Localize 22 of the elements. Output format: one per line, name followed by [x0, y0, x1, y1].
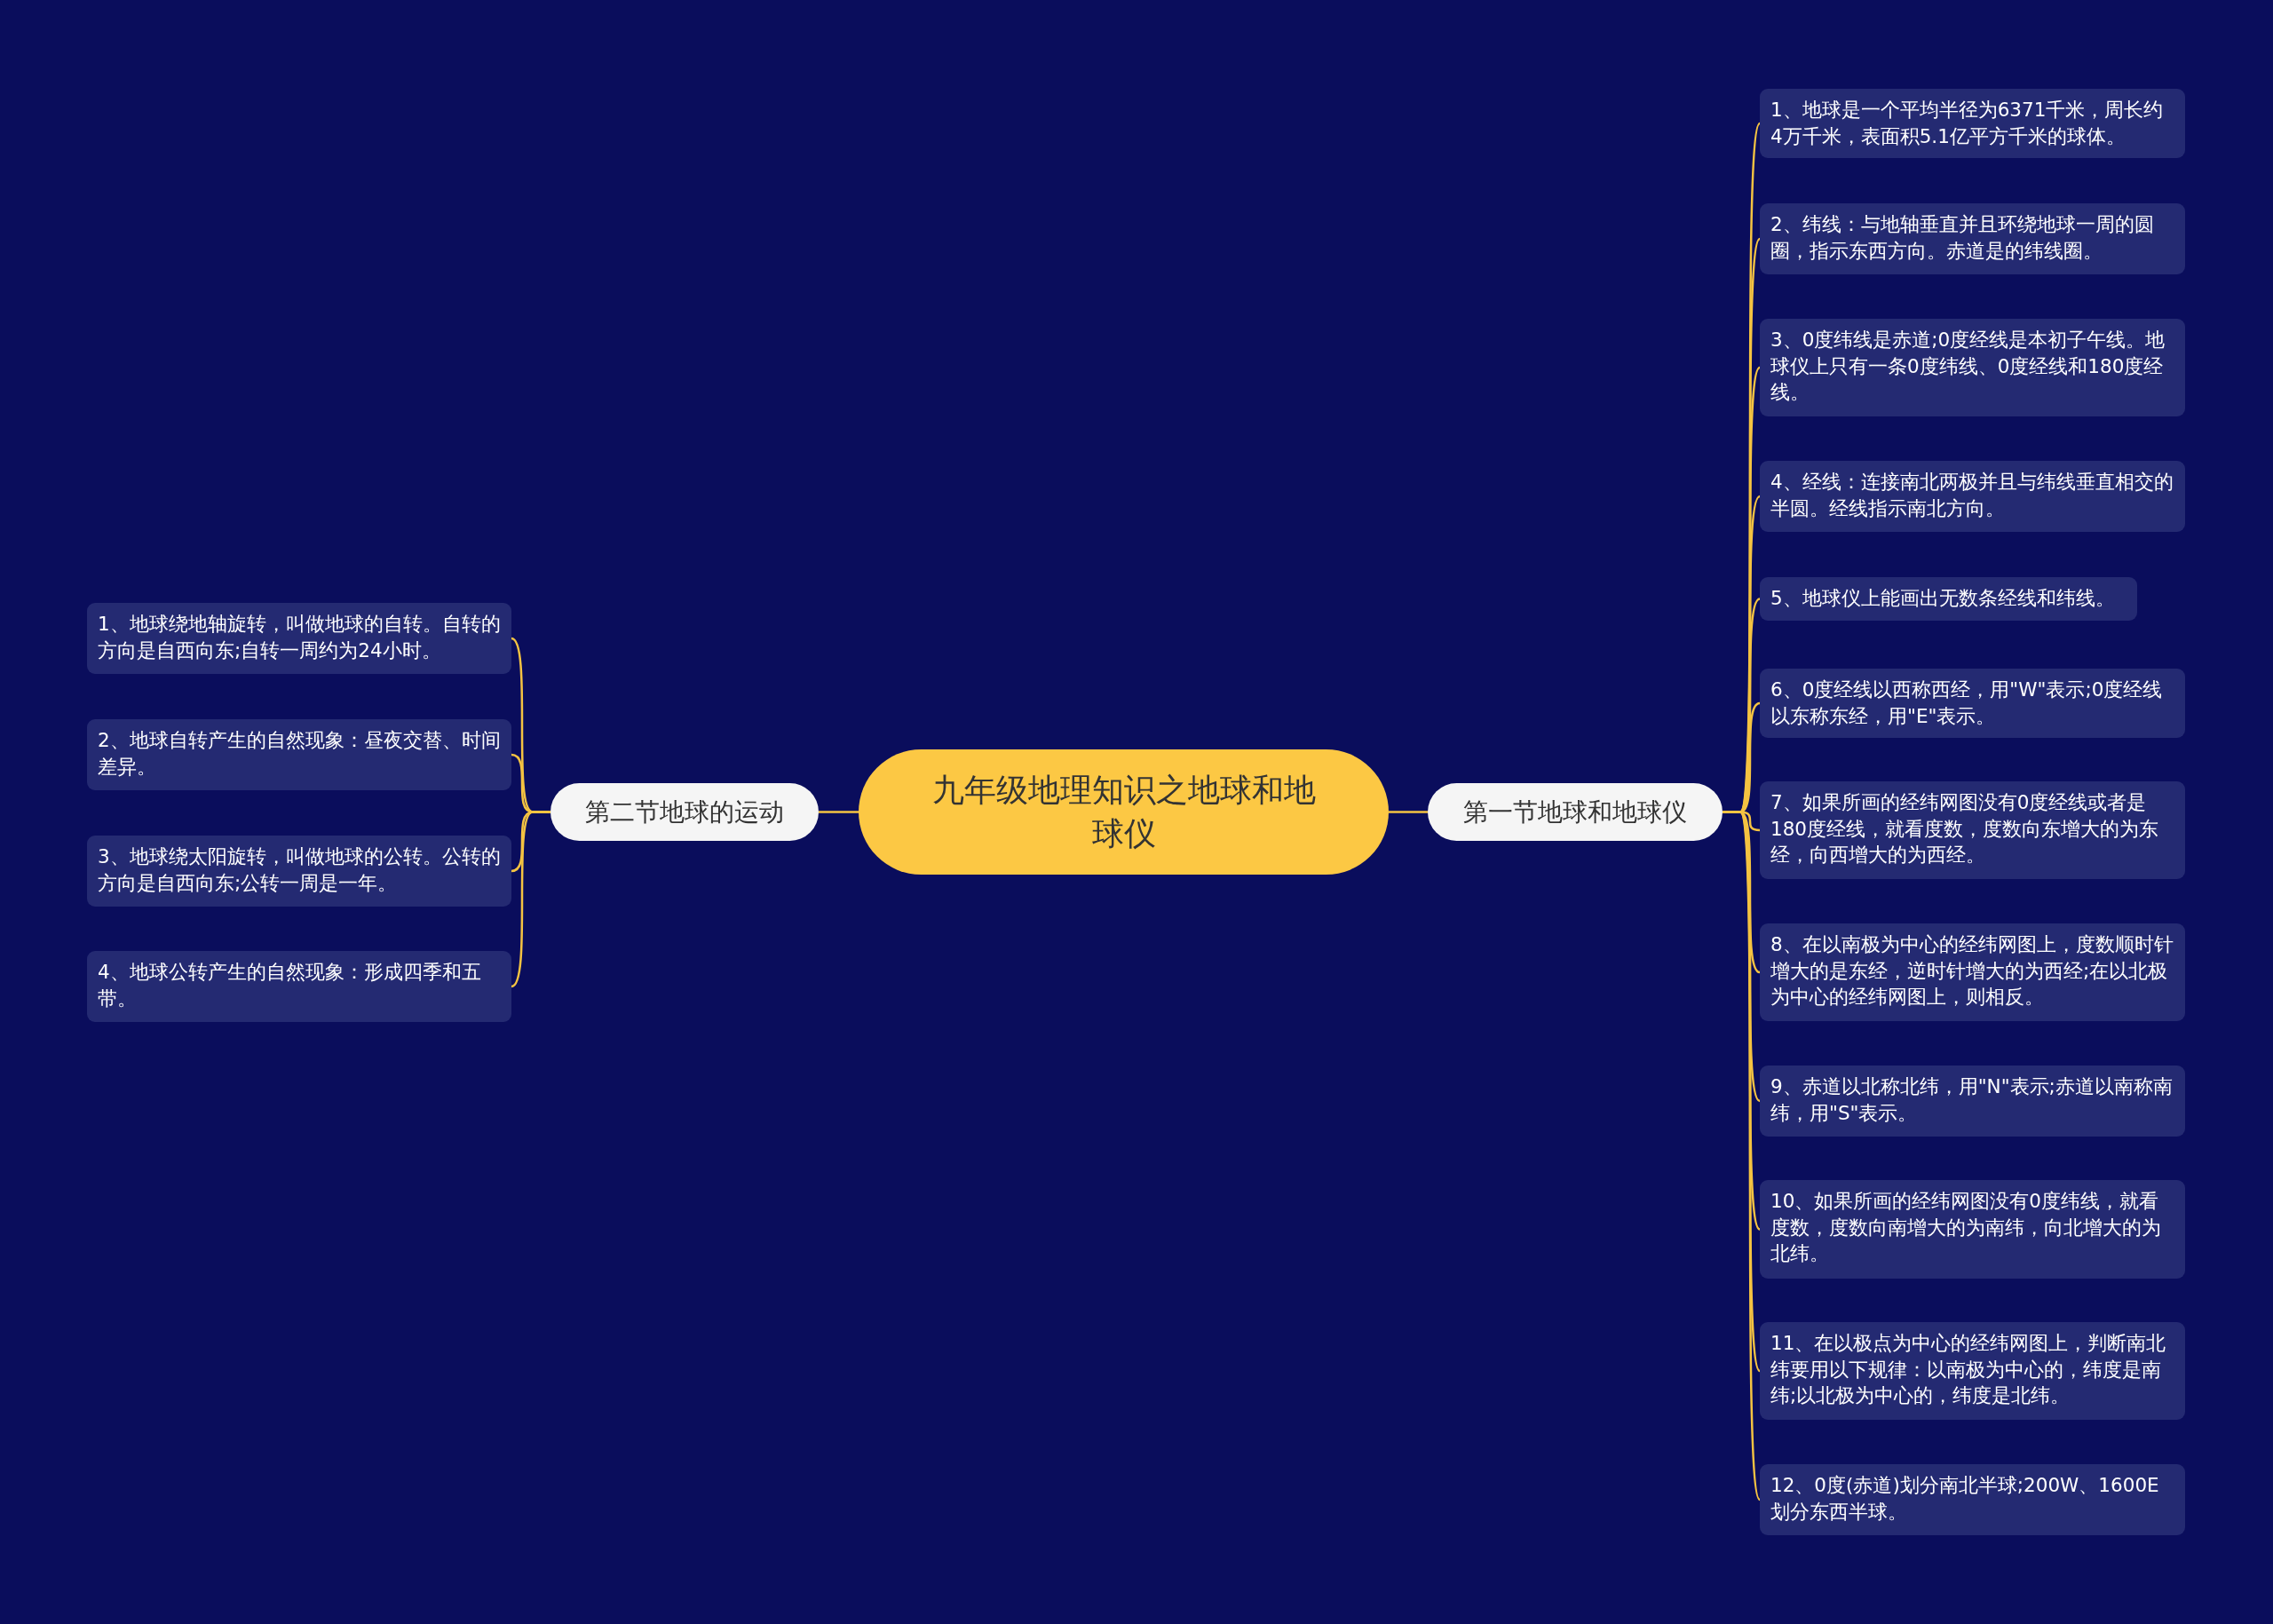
note-box: 9、赤道以北称北纬，用"N"表示;赤道以南称南纬，用"S"表示。	[1760, 1066, 2185, 1137]
topic-box: 第一节地球和地球仪	[1428, 783, 1723, 841]
note-box: 11、在以极点为中心的经纬网图上，判断南北纬要用以下规律：以南极为中心的，纬度是南纬;以北极为中心的，纬度是北纬。	[1760, 1322, 2185, 1420]
note-box: 1、地球绕地轴旋转，叫做地球的自转。自转的方向是自西向东;自转一周约为24小时。	[87, 603, 511, 674]
note-box: 6、0度经线以西称西经，用"W"表示;0度经线以东称东经，用"E"表示。	[1760, 669, 2185, 738]
note-box: 2、地球自转产生的自然现象：昼夜交替、时间差异。	[87, 719, 511, 790]
note-box: 7、如果所画的经纬网图没有0度经线或者是180度经线，就看度数，度数向东增大的为东经，向西增大的为西经。	[1760, 781, 2185, 879]
connector-line	[511, 811, 550, 987]
note-box: 12、0度(赤道)划分南北半球;200W、1600E划分东西半球。	[1760, 1464, 2185, 1535]
note-box: 10、如果所画的经纬网图没有0度纬线，就看度数，度数向南增大的为南纬，向北增大的为北纬。	[1760, 1180, 2185, 1279]
note-box: 3、地球绕太阳旋转，叫做地球的公转。公转的方向是自西向东;公转一周是一年。	[87, 836, 511, 907]
note-box: 4、经线：连接南北两极并且与纬线垂直相交的半圆。经线指示南北方向。	[1760, 461, 2185, 532]
note-box: 1、地球是一个平均半径为6371千米，周长约4万千米，表面积5.1亿平方千米的球体。	[1760, 89, 2185, 158]
note-box: 4、地球公转产生的自然现象：形成四季和五带。	[87, 951, 511, 1022]
note-box: 8、在以南极为中心的经纬网图上，度数顺时针增大的是东经，逆时针增大的为西经;在以北极为中心的经纬网图上，则相反。	[1760, 923, 2185, 1021]
topic-box: 第二节地球的运动	[550, 783, 819, 841]
note-box: 2、纬线：与地轴垂直并且环绕地球一周的圆圈，指示东西方向。赤道是的纬线圈。	[1760, 203, 2185, 274]
note-box: 5、地球仪上能画出无数条经线和纬线。	[1760, 577, 2137, 621]
note-box: 3、0度纬线是赤道;0度经线是本初子午线。地球仪上只有一条0度纬线、0度经线和180度经线。	[1760, 319, 2185, 416]
connector-line	[1389, 811, 1428, 813]
central-topic-box: 九年级地理知识之地球和地球仪	[859, 749, 1389, 875]
connector-line	[819, 811, 859, 813]
